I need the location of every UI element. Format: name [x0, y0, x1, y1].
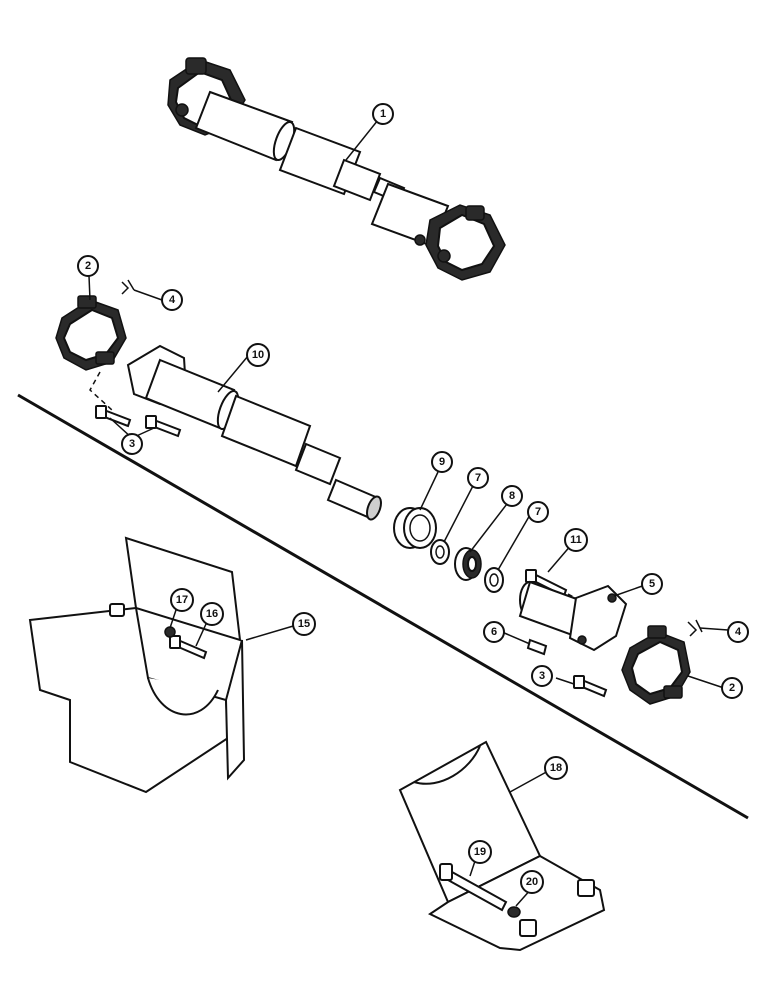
callout-6: 6: [483, 621, 505, 643]
flange-yoke: [518, 580, 628, 652]
callout-label-5: 5: [649, 578, 655, 590]
section-divider-line: [17, 393, 749, 820]
callout-label-2-left: 2: [85, 260, 91, 272]
callout-2-right: 2: [721, 677, 743, 699]
callout-label-20: 20: [526, 876, 538, 888]
bearing: [454, 547, 482, 581]
callout-9: 9: [431, 451, 453, 473]
callout-label-15: 15: [298, 618, 310, 630]
callout-5: 5: [641, 573, 663, 595]
callout-11: 11: [564, 528, 588, 552]
bolts-left: [95, 405, 182, 438]
callout-label-3-left: 3: [129, 438, 135, 450]
washer-b: [484, 567, 504, 593]
right-universal-joint: [414, 204, 506, 281]
callout-label-11: 11: [570, 534, 582, 546]
callout-label-1: 1: [380, 108, 386, 120]
bracket-18: [398, 740, 606, 952]
callout-label-4-right: 4: [735, 626, 742, 638]
callout-3-right: 3: [531, 665, 553, 687]
callout-label-4-left: 4: [169, 294, 176, 306]
callout-3-left: 3: [121, 433, 143, 455]
callout-7-b: 7: [527, 501, 549, 523]
callout-label-19: 19: [474, 846, 486, 858]
callout-label-17: 17: [176, 594, 188, 606]
shield-15: [28, 536, 246, 794]
callout-1: 1: [372, 103, 394, 125]
callout-17: 17: [170, 588, 194, 612]
washer-a: [430, 539, 450, 565]
callout-label-7-b: 7: [535, 506, 541, 518]
callout-label-7-a: 7: [475, 472, 481, 484]
callout-7-a: 7: [467, 467, 489, 489]
callout-label-8: 8: [509, 490, 515, 502]
callout-16: 16: [200, 602, 224, 626]
callout-label-18: 18: [550, 762, 562, 774]
callout-label-10: 10: [252, 349, 264, 361]
callout-2-left: 2: [77, 255, 99, 277]
callout-20: 20: [520, 870, 544, 894]
callout-4-left: 4: [161, 289, 183, 311]
bushing: [393, 507, 437, 549]
yoke-right: [621, 625, 691, 705]
grease-fitting: [526, 638, 548, 656]
callout-4-right: 4: [727, 621, 749, 643]
callout-label-2-right: 2: [729, 682, 735, 694]
slip-shaft: [126, 344, 382, 521]
callout-18: 18: [544, 756, 568, 780]
callout-15: 15: [292, 612, 316, 636]
callout-10: 10: [246, 343, 270, 367]
yoke-left: [55, 295, 127, 371]
retaining-clip-right: [687, 619, 703, 637]
callout-label-6: 6: [491, 626, 497, 638]
callout-label-9: 9: [439, 456, 445, 468]
callout-label-3-right: 3: [539, 670, 545, 682]
drive-shaft-assembly: [167, 57, 506, 281]
bolt-right: [573, 675, 608, 698]
callout-label-16: 16: [206, 608, 218, 620]
retaining-clip-left: [121, 279, 135, 295]
callout-8: 8: [501, 485, 523, 507]
callout-19: 19: [468, 840, 492, 864]
